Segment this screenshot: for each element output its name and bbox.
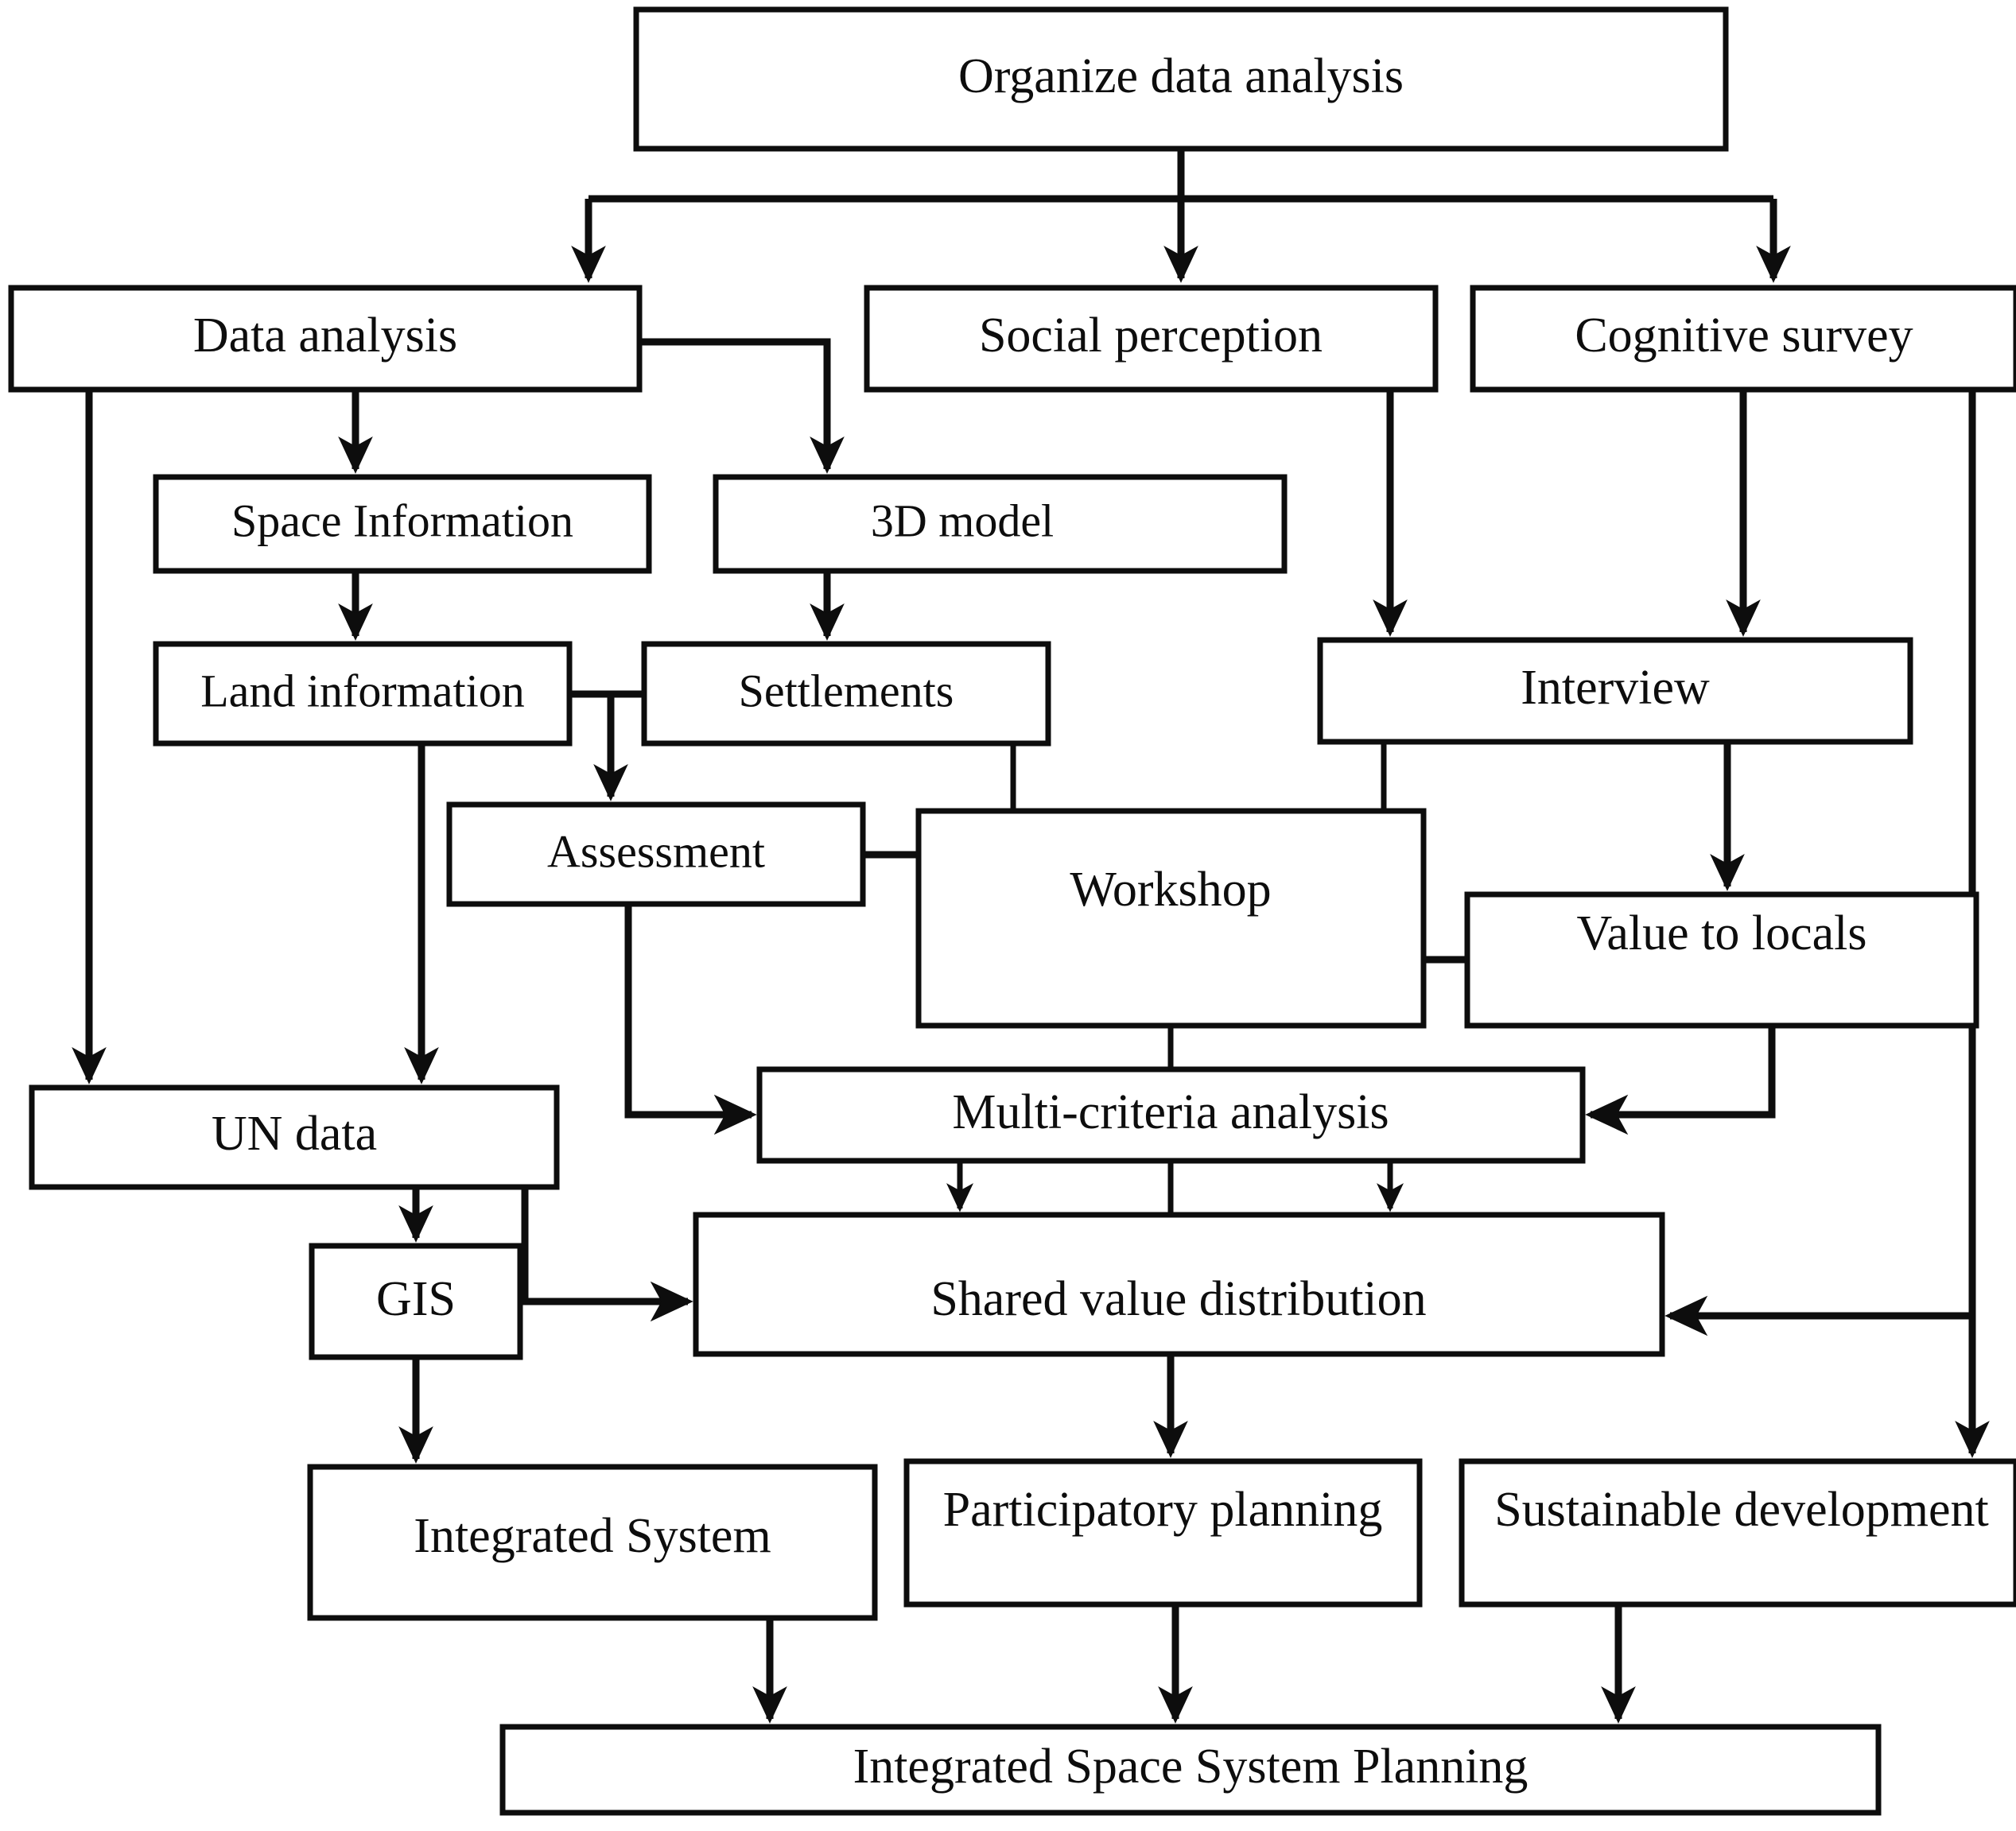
node-integrated-system[interactable]: Integrated System [307, 1464, 878, 1621]
node-multi-criteria-analysis[interactable]: Multi-criteria analysis [756, 1066, 1586, 1164]
node-assessment[interactable]: Assessment [446, 801, 866, 907]
edge-assessment-to-multicriteria [624, 904, 757, 1135]
node-data-analysis[interactable]: Data analysis [8, 285, 643, 393]
node-un-data[interactable]: UN data [29, 1084, 560, 1190]
node-label: Data analysis [193, 308, 457, 363]
node-layer: Organize data analysis Data analysis Soc… [8, 6, 2016, 1816]
node-land-information[interactable]: Land information [153, 641, 573, 747]
node-interview[interactable]: Interview [1317, 637, 1913, 745]
node-label: 3D model [871, 495, 1054, 546]
node-label: Organize data analysis [958, 49, 1404, 103]
node-label: Sustainable development [1494, 1483, 1989, 1537]
node-integrated-space-system-planning[interactable]: Integrated Space System Planning [499, 1724, 1882, 1816]
edge-data-analysis-to-3d-model [639, 338, 845, 474]
node-sustainable-development[interactable]: Sustainable development [1459, 1458, 2016, 1608]
node-label: Integrated System [414, 1509, 771, 1563]
node-participatory-planning[interactable]: Participatory planning [903, 1458, 1423, 1608]
node-value-to-locals[interactable]: Value to locals [1464, 891, 1979, 1029]
node-label: Land information [200, 665, 525, 716]
node-social-perception[interactable]: Social perception [864, 285, 1439, 393]
node-settlements[interactable]: Settlements [641, 641, 1051, 747]
node-label: Interview [1521, 661, 1710, 715]
node-3d-model[interactable]: 3D model [713, 474, 1288, 574]
node-label: Integrated Space System Planning [853, 1740, 1529, 1794]
node-space-information[interactable]: Space Information [153, 474, 652, 574]
node-label: Workshop [1070, 863, 1271, 917]
node-label: Space Information [231, 495, 573, 546]
node-label: Shared value distribution [930, 1272, 1426, 1326]
edge-land-information-to-assessment [569, 690, 628, 801]
node-label: Value to locals [1576, 906, 1866, 960]
node-workshop[interactable]: Workshop [915, 808, 1427, 1029]
edge-value-to-locals-to-multicriteria [1585, 1026, 1776, 1135]
node-cognitive-survey[interactable]: Cognitive survey [1470, 285, 2016, 393]
node-gis[interactable]: GIS [309, 1243, 523, 1360]
node-label: Social perception [979, 308, 1323, 363]
edge-un-data-to-shared-value [521, 1161, 693, 1322]
node-label: GIS [376, 1272, 456, 1326]
node-label: Cognitive survey [1575, 308, 1913, 363]
node-label: Settlements [739, 665, 954, 716]
node-label: Multi-criteria analysis [952, 1085, 1389, 1139]
node-organize-data-analysis[interactable]: Organize data analysis [633, 6, 1729, 152]
node-label: UN data [212, 1107, 377, 1161]
node-label: Assessment [547, 825, 765, 877]
node-shared-value-distribution[interactable]: Shared value distribution [693, 1212, 1665, 1357]
node-label: Participatory planning [943, 1483, 1383, 1537]
